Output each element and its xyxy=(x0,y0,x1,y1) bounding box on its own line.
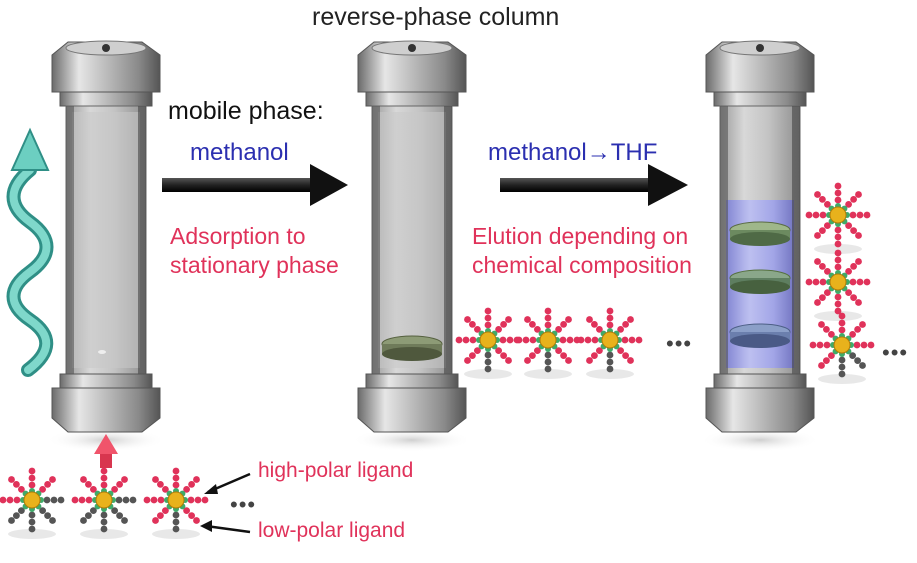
nanocluster xyxy=(71,467,137,539)
step-2-description-line1: Elution depending on xyxy=(472,223,689,249)
column-2 xyxy=(352,40,472,452)
nanocluster xyxy=(0,467,65,539)
injection-arrow xyxy=(94,434,118,468)
step-2-description-line2: chemical composition xyxy=(472,252,692,278)
low-polar-pointer-arrow xyxy=(200,520,251,534)
high-polar-pointer-arrow xyxy=(204,472,251,494)
nanocluster xyxy=(577,307,643,379)
process-arrow-1 xyxy=(162,164,348,206)
legend-low-polar-ligand: low-polar ligand xyxy=(258,519,406,542)
nanocluster xyxy=(455,307,521,379)
nanocluster xyxy=(805,182,871,254)
step-1-description-line2: stationary phase xyxy=(170,252,339,278)
column-1 xyxy=(46,40,166,452)
ellipsis-eluted: ••• xyxy=(882,340,909,365)
nanocluster xyxy=(515,307,581,379)
ellipsis-series: ••• xyxy=(666,331,693,356)
nanocluster-group xyxy=(0,182,875,539)
nanocluster xyxy=(809,312,875,384)
flow-direction-arrow xyxy=(6,127,54,377)
column-3 xyxy=(700,40,820,452)
solvent-step-2: methanol→THF xyxy=(488,139,658,166)
solvent-step-1: methanol xyxy=(190,139,289,166)
nanocluster xyxy=(143,467,209,539)
ellipsis-legend: ••• xyxy=(230,492,257,517)
diagram-title: reverse-phase column xyxy=(312,3,560,31)
nanocluster xyxy=(805,249,871,321)
legend-high-polar-ligand: high-polar ligand xyxy=(258,459,414,482)
process-arrow-2 xyxy=(500,164,688,206)
step-1-description-line1: Adsorption to xyxy=(170,223,306,249)
mobile-phase-label: mobile phase: xyxy=(168,97,324,125)
